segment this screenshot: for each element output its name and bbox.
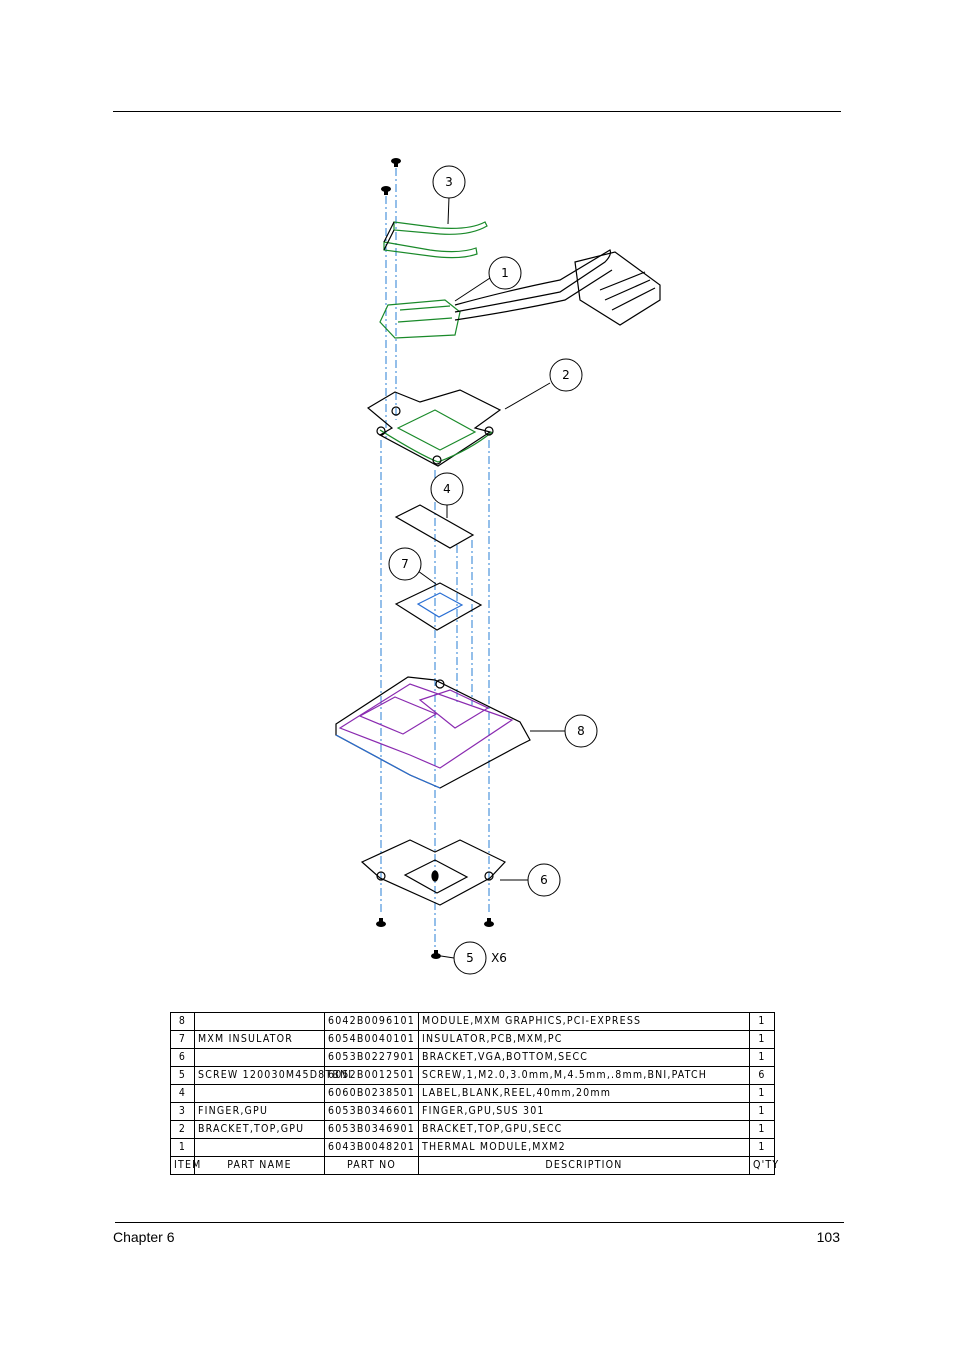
callout-5 xyxy=(453,941,487,975)
cell-part-no: 6053B0346601 xyxy=(324,1102,419,1121)
cell-part-name: FINGER,GPU xyxy=(194,1102,325,1121)
cell-description: BRACKET,TOP,GPU,SECC xyxy=(418,1120,750,1139)
callout-label-2: 2 xyxy=(562,368,570,382)
callout-1 xyxy=(488,256,522,290)
bottom-bracket-part xyxy=(360,839,506,906)
callout-8 xyxy=(564,714,598,748)
callout-label-7: 7 xyxy=(401,557,409,571)
cell-part-no: 6060B0238501 xyxy=(324,1084,419,1103)
callout-label-8: 8 xyxy=(577,724,585,738)
cell-qty: 1 xyxy=(749,1138,775,1157)
callout-label-6: 6 xyxy=(540,873,548,887)
header-description: DESCRIPTION xyxy=(418,1156,750,1175)
quantity-note: X6 xyxy=(491,951,507,965)
thermal-module-part xyxy=(379,249,661,339)
callout-2 xyxy=(549,358,583,392)
callout-label-5: 5 xyxy=(466,951,474,965)
top-bracket-part xyxy=(366,389,502,467)
cell-item: 3 xyxy=(170,1102,195,1121)
bottom-screws xyxy=(376,918,494,959)
label-part xyxy=(394,504,475,549)
cell-part-name: MXM INSULATOR xyxy=(194,1030,325,1049)
cell-part-name xyxy=(194,1084,325,1103)
cell-item: 2 xyxy=(170,1120,195,1139)
cell-qty: 1 xyxy=(749,1102,775,1121)
callout-label-3: 3 xyxy=(445,175,453,189)
header-qty: Q'TY xyxy=(749,1156,778,1175)
cell-part-name xyxy=(194,1048,325,1067)
callout-3 xyxy=(432,165,466,199)
header-part-no: PART NO xyxy=(324,1156,419,1175)
callout-label-1: 1 xyxy=(501,266,509,280)
callout-balloons xyxy=(388,165,598,975)
top-screws xyxy=(381,158,401,195)
cell-item: 7 xyxy=(170,1030,195,1049)
leader-lines xyxy=(417,196,565,959)
cell-qty: 1 xyxy=(749,1084,775,1103)
finger-gpu-part xyxy=(383,221,488,259)
cell-description: BRACKET,VGA,BOTTOM,SECC xyxy=(418,1048,750,1067)
cell-description: SCREW,1,M2.0,3.0mm,M,4.5mm,.8mm,BNI,PATC… xyxy=(418,1066,750,1085)
cell-part-no: 6042B0096101 xyxy=(324,1012,419,1031)
cell-part-no: 6053B0227901 xyxy=(324,1048,419,1067)
cell-part-name xyxy=(194,1138,325,1157)
cell-part-name: BRACKET,TOP,GPU xyxy=(194,1120,325,1139)
cell-part-name: SCREW 120030M45D8TBNI xyxy=(194,1066,351,1085)
cell-description: MODULE,MXM GRAPHICS,PCI-EXPRESS xyxy=(418,1012,750,1031)
cell-item: 5 xyxy=(170,1066,195,1085)
cell-item: 4 xyxy=(170,1084,195,1103)
cell-part-no: 6052B0012501 xyxy=(324,1066,419,1085)
cell-description: FINGER,GPU,SUS 301 xyxy=(418,1102,750,1121)
bom-header-row: ITEM PART NAME PART NO DESCRIPTION Q'TY xyxy=(170,1156,778,1175)
callout-6 xyxy=(527,863,561,897)
insulator-part xyxy=(394,582,483,631)
callout-4 xyxy=(430,472,464,506)
cell-description: LABEL,BLANK,REEL,40mm,20mm xyxy=(418,1084,750,1103)
header-rule xyxy=(113,111,841,112)
cell-part-name xyxy=(194,1012,325,1031)
callout-7 xyxy=(388,547,422,581)
cell-qty: 1 xyxy=(749,1120,775,1139)
cell-description: INSULATOR,PCB,MXM,PC xyxy=(418,1030,750,1049)
cell-qty: 6 xyxy=(749,1066,775,1085)
footer-page-number: 103 xyxy=(816,1229,840,1245)
cell-qty: 1 xyxy=(749,1012,775,1031)
header-part-name: PART NAME xyxy=(194,1156,325,1175)
exploded-assembly-diagram: 3 1 2 4 7 8 6 5 X6 xyxy=(335,158,661,975)
cell-item: 8 xyxy=(170,1012,195,1031)
footer-rule xyxy=(115,1222,844,1223)
cell-part-no: 6043B0048201 xyxy=(324,1138,419,1157)
footer-chapter: Chapter 6 xyxy=(113,1229,175,1245)
cell-qty: 1 xyxy=(749,1030,775,1049)
header-item: ITEM xyxy=(170,1156,200,1175)
cell-item: 6 xyxy=(170,1048,195,1067)
callout-label-4: 4 xyxy=(443,482,451,496)
cell-description: THERMAL MODULE,MXM2 xyxy=(418,1138,750,1157)
cell-qty: 1 xyxy=(749,1048,775,1067)
cell-part-no: 6054B0040101 xyxy=(324,1030,419,1049)
assembly-centerlines xyxy=(380,168,490,950)
cell-item: 1 xyxy=(170,1138,195,1157)
cell-part-no: 6053B0346901 xyxy=(324,1120,419,1139)
mxm-module-part xyxy=(335,676,531,789)
